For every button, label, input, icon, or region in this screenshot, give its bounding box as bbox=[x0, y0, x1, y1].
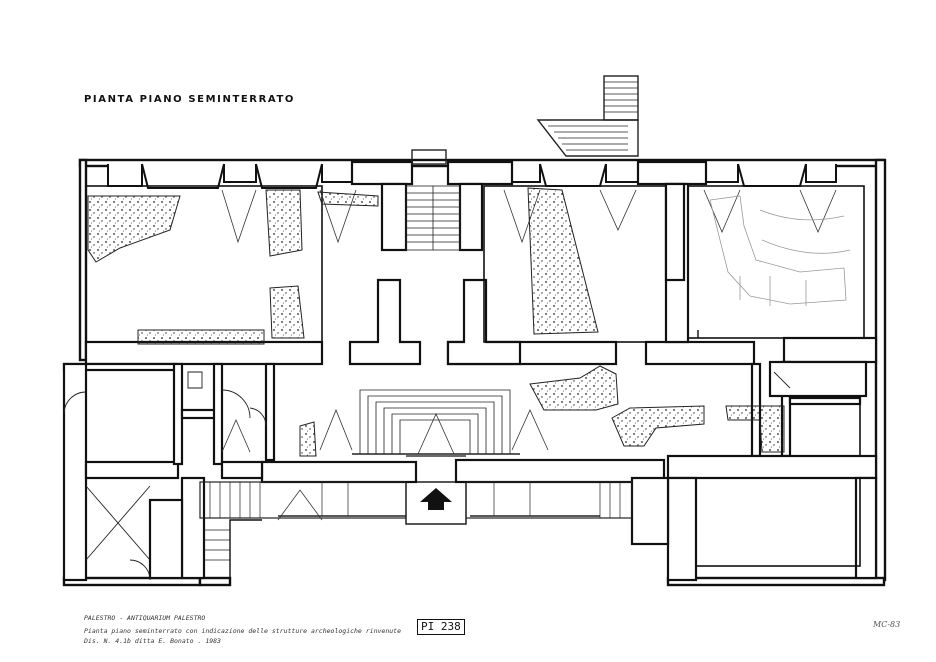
north-staircase bbox=[405, 149, 461, 251]
secondary-walls bbox=[63, 330, 699, 585]
interior-walls bbox=[62, 160, 878, 582]
room-outlines bbox=[85, 185, 865, 567]
window-bays bbox=[107, 163, 837, 189]
caption-line-3: Dis. N. 4.1b ditta E. Bonato . 1983 bbox=[84, 637, 221, 645]
vault-markers bbox=[221, 189, 837, 521]
south-stairs bbox=[199, 481, 633, 561]
caption-line-2: Pianta piano seminterrato con indicazion… bbox=[84, 627, 401, 635]
plan-title: PIANTA PIANO SEMINTERRATO bbox=[84, 94, 295, 105]
caption-line-1: PALESTRO - ANTIQUARIUM PALESTRO bbox=[84, 614, 206, 622]
archive-mark: MC-83 bbox=[873, 620, 901, 629]
archaeological-remains bbox=[87, 187, 785, 457]
central-stepped-stair bbox=[352, 389, 520, 455]
external-staircase bbox=[536, 75, 639, 157]
sheet-code: PI 238 bbox=[417, 619, 465, 635]
entrance-arrow-icon bbox=[420, 488, 452, 510]
door-swings bbox=[63, 371, 791, 581]
traced-foundations bbox=[709, 195, 851, 306]
